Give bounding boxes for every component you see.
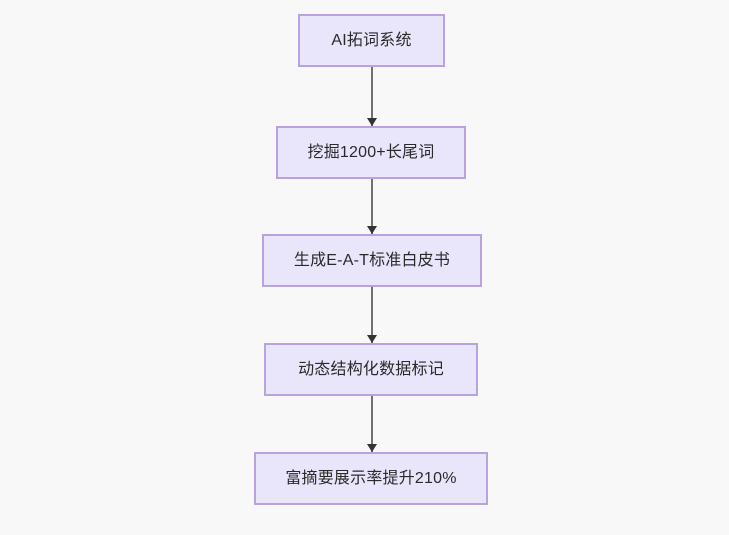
connector-shaft: [371, 67, 373, 126]
flow-connector-n4-n5: [367, 396, 377, 452]
flow-connector-n2-n3: [367, 179, 377, 234]
flow-node-rich-snippet-result[interactable]: 富摘要展示率提升210%: [254, 452, 488, 505]
flow-node-label: AI拓词系统: [331, 31, 412, 49]
arrowhead-icon: [367, 335, 377, 343]
flow-node-ai-keyword-system[interactable]: AI拓词系统: [298, 14, 445, 67]
flow-connector-n3-n4: [367, 287, 377, 343]
arrowhead-icon: [367, 118, 377, 126]
arrowhead-icon: [367, 444, 377, 452]
flow-node-eat-whitepaper[interactable]: 生成E-A-T标准白皮书: [262, 234, 482, 287]
flow-node-longtail-keywords[interactable]: 挖掘1200+长尾词: [276, 126, 466, 179]
flow-node-structured-data-markup[interactable]: 动态结构化数据标记: [264, 343, 478, 396]
connector-shaft: [371, 287, 373, 343]
flow-node-label: 富摘要展示率提升210%: [285, 469, 457, 487]
arrowhead-icon: [367, 226, 377, 234]
connector-shaft: [371, 396, 373, 452]
flow-connector-n1-n2: [367, 67, 377, 126]
flow-node-label: 挖掘1200+长尾词: [307, 143, 435, 161]
flow-node-label: 动态结构化数据标记: [298, 360, 444, 378]
flow-node-label: 生成E-A-T标准白皮书: [293, 251, 451, 269]
connector-shaft: [371, 179, 373, 234]
